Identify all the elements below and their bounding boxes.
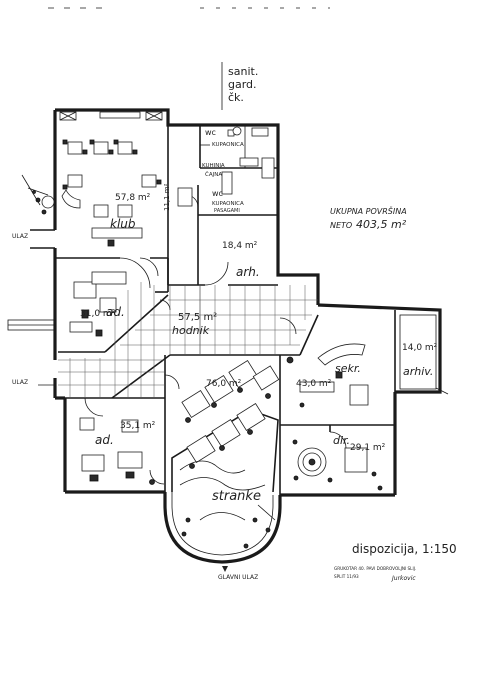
ad2-furniture [79, 417, 155, 485]
klub-area-label: 57,8 m² [115, 193, 151, 203]
sanitary-note: sanit. gard. čk. [221, 62, 258, 110]
klub-plants [21, 174, 49, 215]
klub-furniture [41, 111, 163, 247]
side-entrances [7, 229, 56, 386]
neto-value: 403,5 m² [356, 218, 407, 231]
dispozicija-label: dispozicija, 1:150 [352, 542, 457, 556]
ad1-area-label: 31,0 m² [80, 309, 116, 319]
arhiv-room [399, 314, 449, 395]
ukupna-povrsina-label: UKUPNA POVRŠINA [330, 205, 407, 216]
hodnik-area-label: 57,5 m² [178, 312, 217, 323]
ad2-label: ad. [95, 433, 114, 447]
entrance-arrow-icon [222, 566, 228, 572]
ulaz-top-label: ULAZ [12, 233, 28, 240]
wc2-label: wc [212, 189, 223, 198]
sekr-area-label: 43,0 m² [296, 379, 332, 389]
note-sanit: sanit. [228, 65, 258, 78]
small-area-label: 11,1 m² [163, 183, 171, 211]
plan-notes: UKUPNA POVRŠINA NETO 403,5 m² ULAZ ULAZ … [12, 205, 457, 582]
sekr-furniture [286, 343, 369, 408]
arhiv-label: arhiv. [403, 365, 433, 378]
kupaonica2b-label: PASAGAMI [214, 208, 240, 214]
interior-walls [55, 125, 396, 495]
wc1-label: wc [205, 128, 216, 137]
neto-label: NETO [330, 221, 352, 230]
cajna-label: ČAJNA [205, 171, 222, 178]
note-gard: gard. [228, 78, 257, 91]
hall-area-label: 76,0 m² [206, 379, 242, 389]
dir-label: dir. [333, 434, 350, 447]
arh1-label: arh. [236, 265, 260, 279]
room-labels: 57,8 m² klub wc KUPAONICA KUHINJA ČAJNA … [80, 128, 438, 504]
kupaonica1-label: KUPAONICA [212, 142, 244, 148]
hall-furniture [181, 359, 280, 469]
signature-line3: Jurkovic [391, 575, 416, 582]
wc-fixtures [177, 126, 275, 207]
ad1-label: ad. [106, 305, 125, 319]
kuhinja-label: KUHINJA [202, 163, 225, 169]
hodnik-floor-grid [58, 282, 318, 398]
stranke-sketch [179, 460, 276, 549]
main-entrance-bay [163, 492, 282, 564]
klub-label: klub [110, 217, 136, 231]
glavni-ulaz-label: GLAVNI ULAZ [218, 574, 258, 581]
outer-walls [53, 108, 442, 497]
note-ck: čk. [228, 91, 244, 104]
kupaonica2-label: KUPAONICA [212, 201, 244, 207]
signature-line1: GRUKOTAR 40. PAVI DOBROVOLJNI SLIJ. [334, 566, 416, 571]
ulaz-mid-label: ULAZ [12, 379, 28, 386]
stranke-label: stranke [212, 489, 261, 504]
dir-furniture [292, 439, 383, 491]
arhiv-area-label: 14,0 m² [402, 343, 438, 353]
dir-area-label: 29,1 m² [350, 443, 386, 453]
ad2-area-label: 35,1 m² [120, 421, 156, 431]
sekr-label: sekr. [335, 362, 361, 375]
ad1-furniture [69, 271, 127, 337]
signature-line2: SPLIT 11/93 [334, 574, 359, 579]
hodnik-label: hodnik [172, 324, 210, 337]
arh1-area-label: 18,4 m² [222, 241, 258, 251]
